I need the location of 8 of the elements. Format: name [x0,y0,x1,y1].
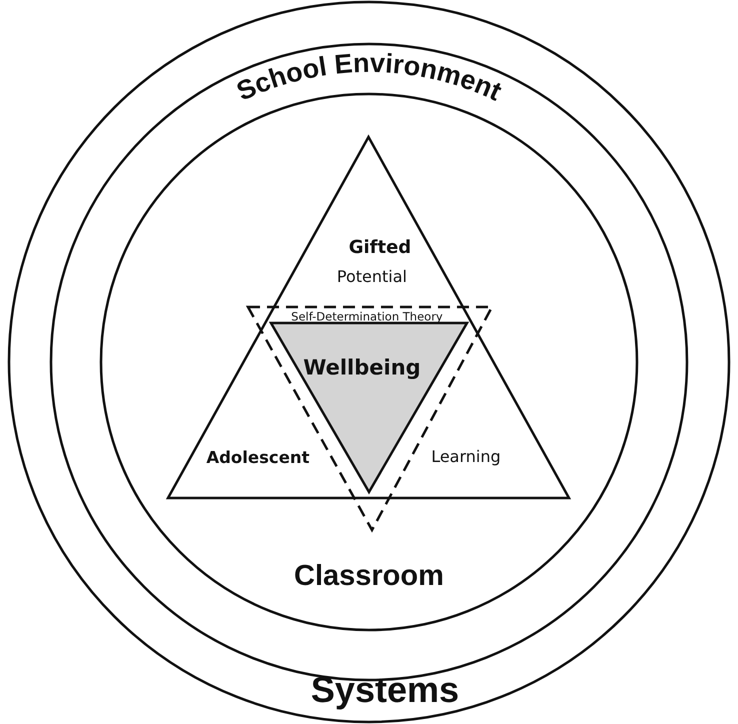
circle-label: Classroom [294,561,444,593]
region-label: Learning [431,448,501,466]
circle-label: Systems [310,670,460,710]
center-label: Wellbeing [303,356,421,380]
region-heading: Gifted [348,238,412,258]
region-label: Potential [336,268,407,286]
region-label: Adolescent [206,448,310,468]
theory-label: Self-Determination Theory [291,310,443,324]
